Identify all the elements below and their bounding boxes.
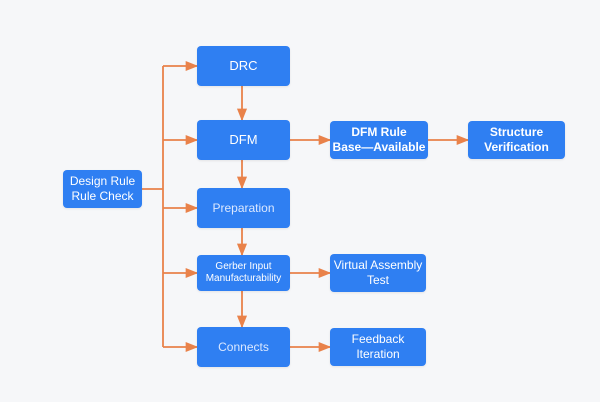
node-drc-label: DRC (229, 57, 258, 73)
node-dfm-rule-base-label: DFM Rule Base—Available (332, 125, 426, 154)
node-connects-label: Connects (218, 339, 269, 354)
node-structure-verification-label: Structure Verification (484, 125, 549, 154)
node-virtual-assembly-test-label: Virtual Assembly Test (333, 258, 423, 287)
node-virtual-assembly-test: Virtual Assembly Test (330, 254, 426, 292)
node-preparation: Preparation (197, 188, 290, 228)
node-design-rule-check-label: Design Rule Rule Check (69, 174, 136, 203)
node-dfm-rule-base: DFM Rule Base—Available (330, 121, 428, 159)
node-connects: Connects (197, 327, 290, 367)
node-dfm: DFM (197, 120, 290, 160)
node-gerber-input-label: Gerber Input Manufacturability (205, 260, 282, 285)
node-dfm-label: DFM (229, 131, 258, 147)
node-drc: DRC (197, 46, 290, 86)
node-gerber-input: Gerber Input Manufacturability (197, 255, 290, 291)
node-feedback-iteration-label: Feedback Iteration (351, 332, 405, 361)
node-design-rule-check: Design Rule Rule Check (63, 170, 142, 208)
node-structure-verification: Structure Verification (468, 121, 565, 159)
node-preparation-label: Preparation (212, 200, 275, 215)
node-feedback-iteration: Feedback Iteration (330, 328, 426, 366)
